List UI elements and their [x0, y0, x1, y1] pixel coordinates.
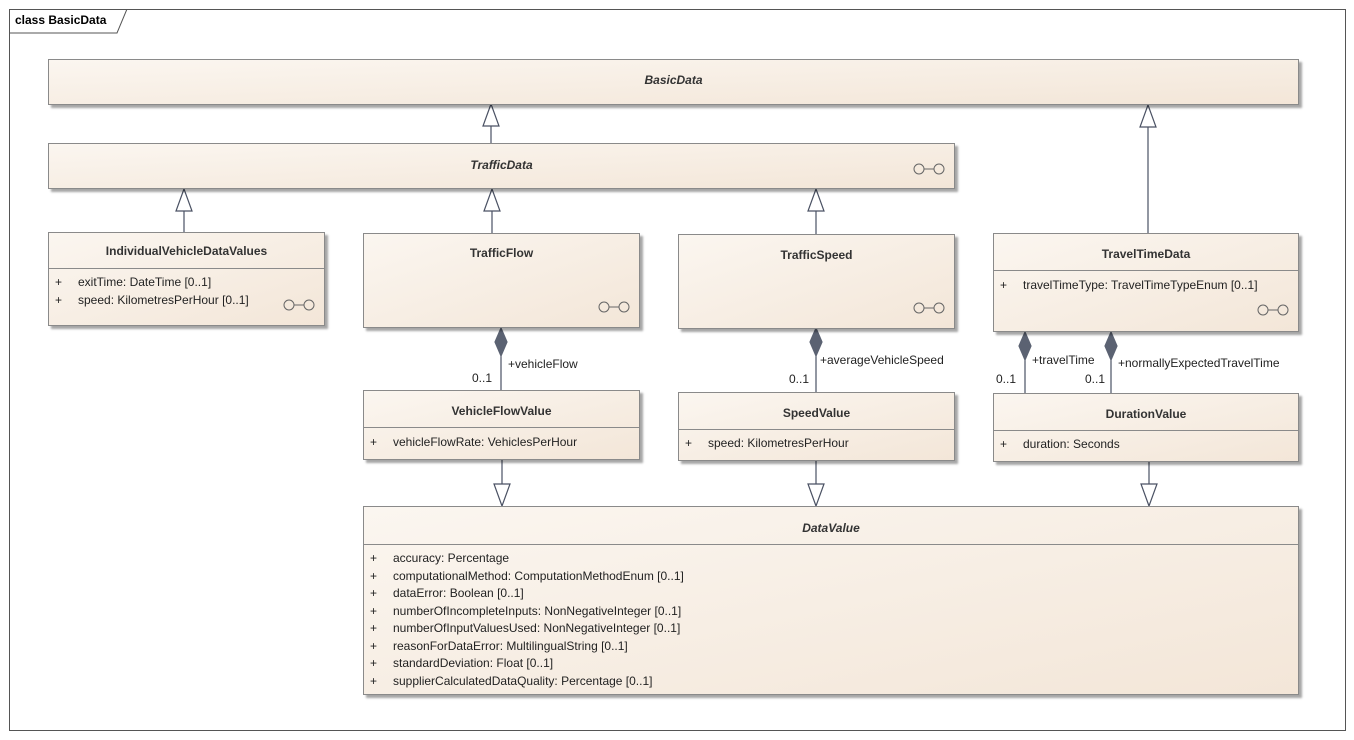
- class-name: SpeedValue: [782, 406, 851, 420]
- attribute-row[interactable]: + standardDeviation: Float [0..1]: [364, 655, 1298, 673]
- class-basicdata[interactable]: BasicData: [48, 59, 1299, 105]
- multiplicity-label-traveltime: 0..1: [996, 372, 1017, 386]
- attribute-row[interactable]: + exitTime: DateTime [0..1]: [49, 274, 324, 292]
- attribute-row[interactable]: + numberOfIncompleteInputs: NonNegativeI…: [364, 603, 1298, 621]
- generalization-arrowhead: [807, 187, 825, 212]
- attribute-text: accuracy: Percentage: [393, 551, 510, 565]
- class-individualvehicledatavalues[interactable]: IndividualVehicleDataValues + exitTime: …: [48, 232, 325, 326]
- attribute-visibility: +: [1000, 278, 1008, 292]
- generalization-arrowhead: [1139, 103, 1157, 128]
- generalization-arrowhead: [483, 187, 501, 212]
- composition-diamond: [809, 326, 823, 358]
- frame-tab: [9, 9, 128, 34]
- attribute-row[interactable]: + travelTimeType: TravelTimeTypeEnum [0.…: [994, 277, 1298, 295]
- attribute-row[interactable]: + speed: KilometresPerHour: [679, 435, 954, 453]
- class-trafficflow[interactable]: TrafficFlow: [363, 233, 640, 328]
- attribute-visibility: +: [370, 603, 378, 618]
- attribute-text: travelTimeType: TravelTimeTypeEnum [0..1…: [1023, 278, 1258, 292]
- attribute-compartment: + exitTime: DateTime [0..1] + speed: Kil…: [49, 268, 324, 309]
- linked-element-icon: [913, 302, 945, 314]
- attribute-text: duration: Seconds: [1023, 437, 1120, 451]
- class-name: BasicData: [644, 73, 703, 87]
- attribute-row[interactable]: + duration: Seconds: [994, 436, 1298, 454]
- attribute-compartment: + travelTimeType: TravelTimeTypeEnum [0.…: [994, 270, 1298, 295]
- class-trafficdata[interactable]: TrafficData: [48, 143, 955, 189]
- class-speedvalue[interactable]: SpeedValue + speed: KilometresPerHour: [678, 392, 955, 461]
- attribute-text: speed: KilometresPerHour: [708, 436, 849, 450]
- linked-element-icon: [283, 299, 315, 311]
- class-name: TrafficFlow: [469, 246, 534, 260]
- attribute-row[interactable]: + supplierCalculatedDataQuality: Percent…: [364, 673, 1298, 691]
- linked-element-icon: [1257, 304, 1289, 316]
- composition-diamond: [1018, 330, 1032, 362]
- class-name: DataValue: [802, 521, 860, 535]
- attribute-row[interactable]: + reasonForDataError: MultilingualString…: [364, 638, 1298, 656]
- generalization-arrowhead: [1140, 483, 1158, 508]
- attribute-text: dataError: Boolean [0..1]: [393, 586, 524, 600]
- multiplicity-label-averagevehiclespeed: 0..1: [789, 372, 810, 386]
- attribute-visibility: +: [370, 551, 378, 565]
- attribute-visibility: +: [370, 621, 378, 635]
- attribute-compartment: + accuracy: Percentage + computationalMe…: [364, 544, 1298, 690]
- composition-diamond: [1104, 330, 1118, 362]
- role-label-averagevehiclespeed: +averageVehicleSpeed: [820, 353, 944, 367]
- attribute-text: numberOfIncompleteInputs: NonNegativeInt…: [393, 603, 682, 618]
- attribute-row[interactable]: + vehicleFlowRate: VehiclesPerHour: [364, 434, 639, 452]
- attribute-visibility: +: [685, 436, 693, 450]
- attribute-visibility: +: [370, 568, 378, 583]
- attribute-text: reasonForDataError: MultilingualString […: [393, 638, 628, 653]
- attribute-compartment: + duration: Seconds: [994, 430, 1298, 454]
- role-label-traveltime: +travelTime: [1032, 353, 1095, 367]
- attribute-text: computationalMethod: ComputationMethodEn…: [393, 568, 684, 583]
- class-vehicleflowvalue[interactable]: VehicleFlowValue + vehicleFlowRate: Vehi…: [363, 390, 640, 460]
- attribute-compartment: + vehicleFlowRate: VehiclesPerHour: [364, 427, 639, 452]
- attribute-text: vehicleFlowRate: VehiclesPerHour: [393, 435, 578, 449]
- attribute-text: standardDeviation: Float [0..1]: [393, 656, 554, 670]
- attribute-visibility: +: [370, 435, 378, 449]
- role-label-vehicleflow: +vehicleFlow: [508, 357, 578, 371]
- attribute-row[interactable]: + computationalMethod: ComputationMethod…: [364, 568, 1298, 586]
- attribute-visibility: +: [370, 586, 378, 600]
- attribute-row[interactable]: + dataError: Boolean [0..1]: [364, 585, 1298, 603]
- frame-title: class BasicData: [15, 13, 107, 27]
- generalization-arrowhead: [482, 102, 500, 127]
- role-label-normallyexpectedtraveltime: +normallyExpectedTravelTime: [1118, 356, 1280, 370]
- class-traveltimedata[interactable]: TravelTimeData + travelTimeType: TravelT…: [993, 233, 1299, 332]
- attribute-row[interactable]: + speed: KilometresPerHour [0..1]: [49, 292, 324, 310]
- class-name: TrafficSpeed: [780, 248, 853, 262]
- attribute-visibility: +: [55, 292, 63, 307]
- attribute-text: speed: KilometresPerHour [0..1]: [78, 292, 249, 307]
- attribute-visibility: +: [370, 638, 378, 653]
- class-name: IndividualVehicleDataValues: [105, 244, 268, 258]
- class-durationvalue[interactable]: DurationValue + duration: Seconds: [993, 393, 1299, 462]
- class-trafficspeed[interactable]: TrafficSpeed: [678, 234, 955, 329]
- attribute-text: supplierCalculatedDataQuality: Percentag…: [393, 673, 653, 688]
- attribute-text: exitTime: DateTime [0..1]: [78, 275, 212, 289]
- attribute-row[interactable]: + numberOfInputValuesUsed: NonNegativeIn…: [364, 620, 1298, 638]
- attribute-visibility: +: [55, 275, 63, 289]
- multiplicity-label-vehicleflow: 0..1: [472, 371, 493, 385]
- attribute-visibility: +: [370, 673, 378, 688]
- class-datavalue[interactable]: DataValue + accuracy: Percentage + compu…: [363, 506, 1299, 695]
- class-name: TravelTimeData: [1101, 247, 1191, 261]
- class-name: TrafficData: [470, 158, 533, 172]
- class-name: VehicleFlowValue: [451, 404, 552, 418]
- generalization-arrowhead: [175, 187, 193, 212]
- attribute-compartment: + speed: KilometresPerHour: [679, 429, 954, 453]
- linked-element-icon: [598, 301, 630, 313]
- attribute-text: numberOfInputValuesUsed: NonNegativeInte…: [393, 621, 681, 635]
- generalization-arrowhead: [807, 483, 825, 508]
- multiplicity-label-normallyexpectedtraveltime: 0..1: [1085, 372, 1106, 386]
- attribute-visibility: +: [370, 656, 378, 670]
- linked-element-icon: [913, 163, 945, 175]
- generalization-arrowhead: [493, 483, 511, 508]
- attribute-visibility: +: [1000, 437, 1008, 451]
- composition-diamond: [494, 326, 508, 358]
- diagram-frame: [9, 9, 1346, 731]
- attribute-row[interactable]: + accuracy: Percentage: [364, 550, 1298, 568]
- class-name: DurationValue: [1105, 407, 1187, 421]
